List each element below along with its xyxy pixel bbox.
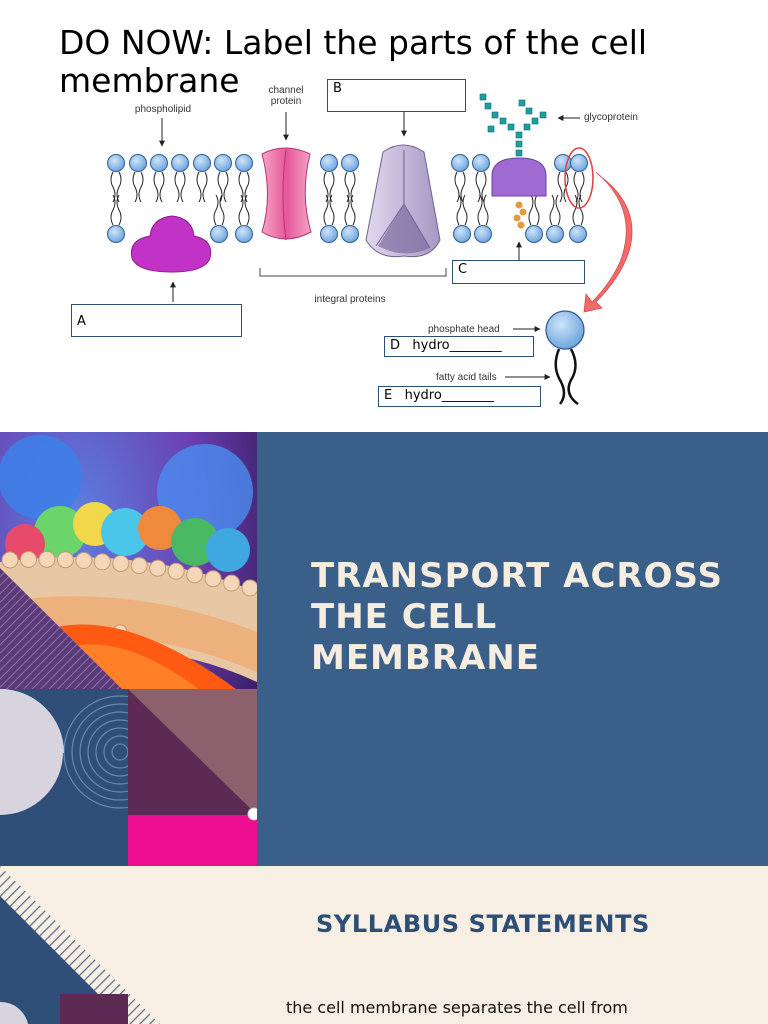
phospholipid-head bbox=[107, 154, 125, 172]
phospholipid-head bbox=[107, 225, 125, 243]
answer-box-d[interactable]: D hydro________ bbox=[384, 336, 534, 357]
phospholipid-head bbox=[171, 154, 189, 172]
phospholipid-head bbox=[570, 154, 588, 172]
syllabus-body-text: the cell membrane separates the cell fro… bbox=[286, 998, 628, 1017]
phospholipid-head bbox=[320, 154, 338, 172]
slide-do-now: DO NOW: Label the parts of the cell memb… bbox=[0, 0, 768, 432]
phospholipid-head bbox=[235, 225, 253, 243]
stripe-decoration bbox=[0, 866, 160, 1024]
phospholipid-bilayer bbox=[107, 154, 588, 243]
channel-protein bbox=[261, 147, 312, 240]
glycoprotein-body bbox=[491, 157, 547, 197]
label-phospholipid: phospholipid bbox=[134, 104, 192, 115]
carrier-protein bbox=[365, 144, 441, 258]
syllabus-heading: SYLLABUS STATEMENTS bbox=[316, 910, 650, 938]
answer-box-e[interactable]: E hydro________ bbox=[378, 386, 541, 407]
phospholipid-head bbox=[150, 154, 168, 172]
do-now-title: DO NOW: Label the parts of the cell memb… bbox=[59, 23, 648, 100]
phospholipid-head bbox=[193, 154, 211, 172]
phospholipid-head bbox=[341, 225, 359, 243]
phospholipid-head bbox=[129, 154, 147, 172]
phospholipid-head bbox=[341, 154, 359, 172]
peripheral-protein bbox=[130, 215, 212, 273]
membrane-illustration bbox=[0, 432, 257, 866]
phospholipid-head bbox=[474, 225, 492, 243]
slide-title-transport: TRANSPORT ACROSS THE CELL MEMBRANE bbox=[0, 432, 768, 866]
answer-box-c[interactable]: C bbox=[452, 260, 585, 284]
phospholipid-head bbox=[451, 154, 469, 172]
label-glycoprotein: glycoprotein bbox=[584, 112, 638, 123]
phospholipid-head bbox=[320, 225, 338, 243]
phospholipid-head bbox=[214, 154, 232, 172]
phospholipid-head bbox=[210, 225, 228, 243]
label-integral-proteins: integral proteins bbox=[314, 294, 386, 305]
slide-syllabus: SYLLABUS STATEMENTS the cell membrane se… bbox=[0, 866, 768, 1024]
cell-membrane-diagram bbox=[107, 93, 633, 406]
phospholipid-head bbox=[472, 154, 490, 172]
phospholipid-head bbox=[569, 225, 587, 243]
answer-box-b[interactable]: B bbox=[327, 79, 466, 112]
glycoprotein-chain bbox=[479, 93, 547, 157]
phospholipid-enlarged-head bbox=[545, 310, 585, 350]
highlight-ellipse bbox=[564, 147, 594, 209]
red-curved-arrow bbox=[583, 171, 633, 313]
transport-title: TRANSPORT ACROSS THE CELL MEMBRANE bbox=[311, 556, 723, 678]
label-phosphate-head: phosphate head bbox=[428, 324, 500, 335]
phospholipid-head bbox=[525, 225, 543, 243]
answer-box-a[interactable]: A bbox=[71, 304, 242, 337]
phospholipid-head bbox=[546, 225, 564, 243]
label-channel-protein: channel protein bbox=[268, 85, 304, 107]
phospholipid-head bbox=[453, 225, 471, 243]
label-fatty-acid-tails: fatty acid tails bbox=[436, 372, 497, 383]
phospholipid-head bbox=[235, 154, 253, 172]
